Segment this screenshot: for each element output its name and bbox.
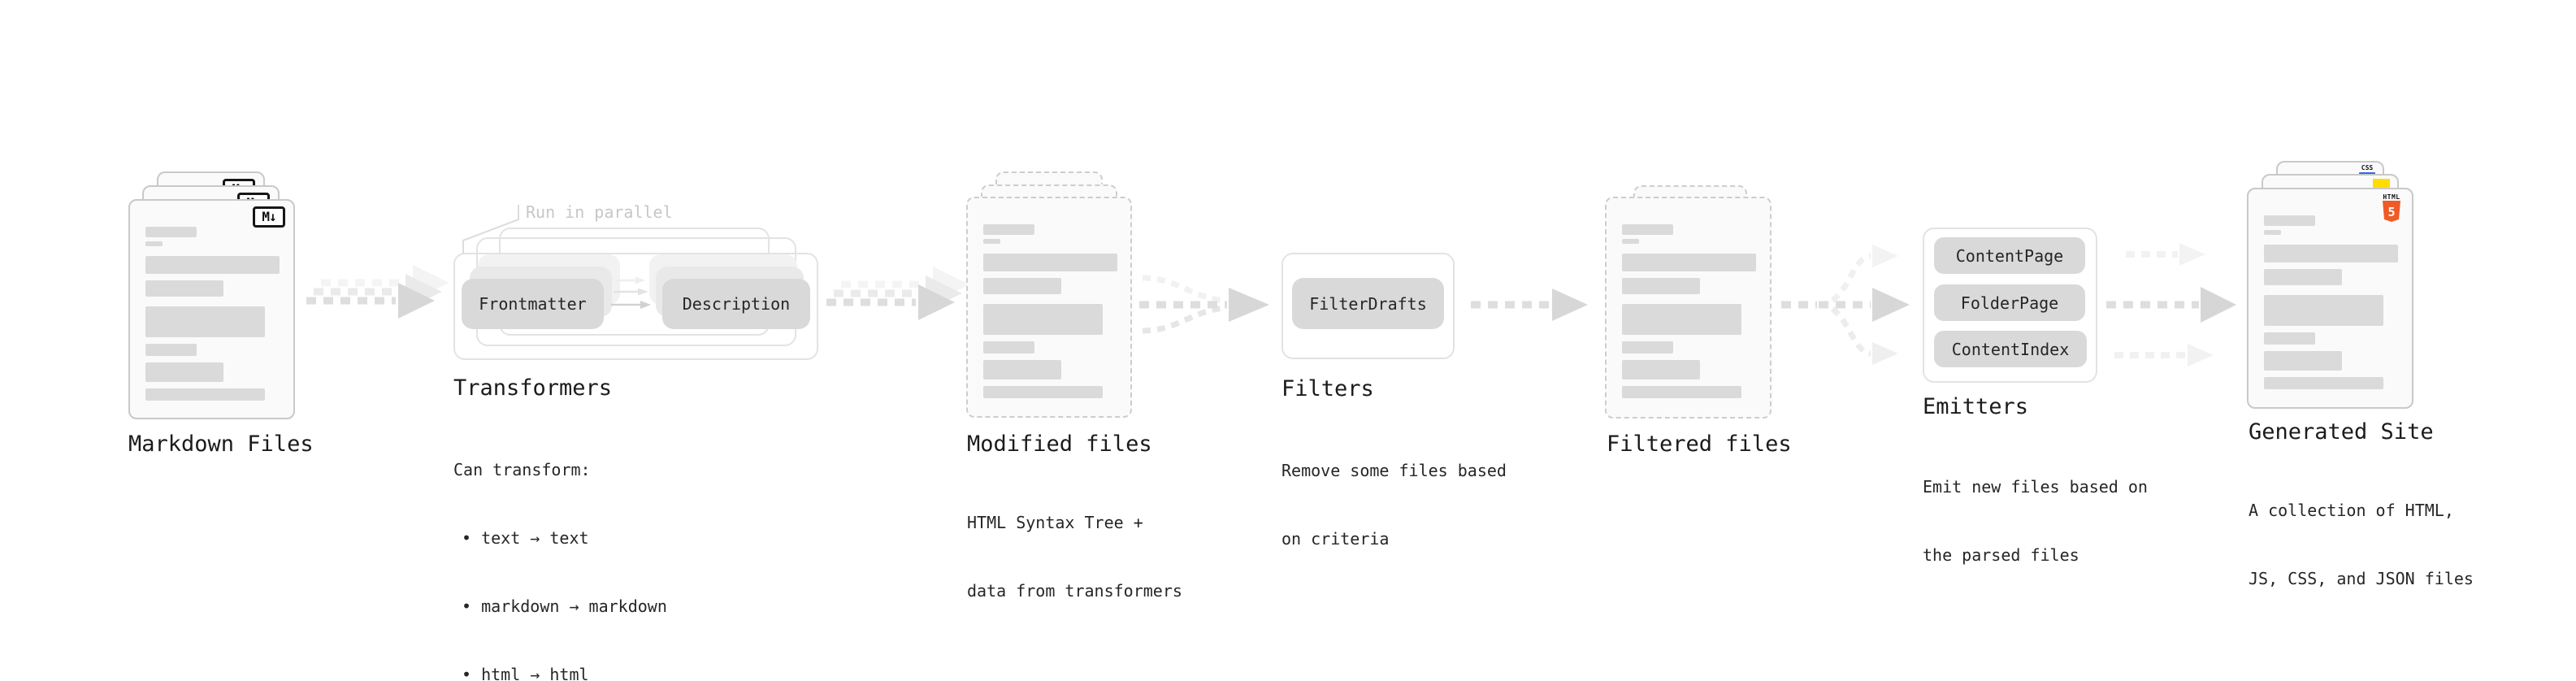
description-line: • html → html bbox=[462, 665, 589, 681]
placeholder-bar bbox=[983, 360, 1061, 380]
placeholder-bar bbox=[2264, 245, 2398, 262]
flow-arrow-modified-to-filters bbox=[1139, 275, 1269, 334]
placeholder-bar bbox=[2264, 215, 2315, 226]
pill-contentindex: ContentIndex bbox=[1934, 331, 2087, 367]
flow-arrow-filtered-to-emitters bbox=[1781, 245, 1910, 365]
stage-label-filtered-files: Filtered files bbox=[1607, 432, 1792, 457]
flow-arrow-transformers-to-modified bbox=[826, 267, 969, 320]
stage-label-markdown-files: Markdown Files bbox=[128, 432, 314, 457]
svg-text:5: 5 bbox=[2387, 205, 2395, 219]
stage-label-generated-site: Generated Site bbox=[2249, 419, 2434, 445]
placeholder-bar bbox=[983, 224, 1034, 235]
placeholder-bar bbox=[983, 386, 1103, 398]
placeholder-bar bbox=[983, 278, 1061, 294]
placeholder-bar bbox=[145, 227, 197, 237]
css-icon: CSS bbox=[2359, 165, 2375, 175]
css-icon-label: CSS bbox=[2361, 164, 2374, 171]
placeholder-bar bbox=[145, 280, 223, 297]
filters-description: Remove some files based on criteria bbox=[1281, 414, 1507, 596]
filtered-file-card-front bbox=[1605, 197, 1772, 419]
description-line: Can transform: bbox=[453, 460, 591, 479]
placeholder-bar bbox=[983, 304, 1103, 335]
description-line: • text → text bbox=[462, 528, 589, 548]
transformers-description: Can transform: • text → text • markdown … bbox=[453, 413, 667, 681]
placeholder-bar bbox=[2264, 269, 2342, 285]
flow-arrow-markdown-to-transformers bbox=[306, 265, 449, 319]
annotation-leader-line bbox=[462, 205, 519, 254]
html5-icon-label: HTML bbox=[2383, 193, 2400, 201]
placeholder-bar bbox=[145, 256, 280, 274]
flow-arrows-emitters-to-generated bbox=[2106, 243, 2236, 367]
placeholder-bar bbox=[145, 362, 223, 382]
stage-label-modified-files: Modified files bbox=[967, 432, 1152, 457]
placeholder-bar bbox=[983, 254, 1117, 271]
generated-file-card-html: HTML 5 bbox=[2247, 188, 2413, 409]
placeholder-bar bbox=[2264, 230, 2281, 235]
pill-arrows-icon bbox=[611, 276, 651, 309]
placeholder-bar bbox=[2264, 295, 2383, 326]
stage-label-transformers: Transformers bbox=[453, 375, 613, 401]
description-line: • markdown → markdown bbox=[462, 596, 667, 616]
placeholder-bar bbox=[1622, 254, 1756, 271]
emitters-description: Emit new files based on the parsed files bbox=[1923, 430, 2148, 612]
description-line: Emit new files based on bbox=[1923, 477, 2148, 497]
description-line: on criteria bbox=[1281, 529, 1390, 549]
stage-label-emitters: Emitters bbox=[1923, 394, 2029, 419]
description-line: Remove some files based bbox=[1281, 461, 1507, 480]
pill-frontmatter: Frontmatter bbox=[462, 279, 604, 329]
description-line: A collection of HTML, bbox=[2249, 501, 2454, 520]
placeholder-bar bbox=[983, 239, 1000, 244]
placeholder-bar bbox=[983, 341, 1034, 354]
pill-description: Description bbox=[662, 279, 810, 329]
description-line: JS, CSS, and JSON files bbox=[2249, 569, 2474, 588]
pill-contentpage: ContentPage bbox=[1934, 237, 2085, 274]
placeholder-bar bbox=[145, 306, 265, 337]
description-line: the parsed files bbox=[1923, 545, 2079, 565]
placeholder-bar bbox=[1622, 239, 1639, 244]
run-in-parallel-annotation: Run in parallel bbox=[526, 202, 673, 222]
placeholder-bar bbox=[1622, 304, 1741, 335]
description-line: data from transformers bbox=[967, 581, 1182, 601]
placeholder-bar bbox=[2264, 377, 2383, 389]
stage-label-filters: Filters bbox=[1281, 376, 1374, 401]
pill-filterdrafts: FilterDrafts bbox=[1292, 278, 1444, 329]
markdown-icon: M↓ bbox=[253, 206, 285, 228]
html5-icon: HTML 5 bbox=[2381, 193, 2402, 225]
placeholder-bar bbox=[1622, 278, 1700, 294]
pill-folderpage: FolderPage bbox=[1934, 284, 2085, 321]
generated-site-description: A collection of HTML, JS, CSS, and JSON … bbox=[2249, 453, 2474, 635]
markdown-file-card-front: M↓ bbox=[128, 199, 295, 419]
placeholder-bar bbox=[1622, 341, 1673, 354]
js-icon bbox=[2373, 179, 2390, 189]
html5-shield: 5 bbox=[2383, 201, 2400, 222]
placeholder-bar bbox=[145, 344, 197, 356]
flow-arrow-filters-to-filtered bbox=[1471, 288, 1588, 321]
description-line: HTML Syntax Tree + bbox=[967, 513, 1143, 532]
transformer-box-front bbox=[453, 253, 818, 360]
placeholder-bar bbox=[2264, 332, 2315, 345]
placeholder-bar bbox=[145, 388, 265, 401]
placeholder-bar bbox=[1622, 360, 1700, 380]
modified-files-description: HTML Syntax Tree + data from transformer… bbox=[967, 466, 1182, 648]
placeholder-bar bbox=[2264, 351, 2342, 371]
placeholder-bar bbox=[1622, 224, 1673, 235]
css-icon-underline bbox=[2359, 172, 2375, 175]
placeholder-bar bbox=[1622, 386, 1741, 398]
placeholder-bar bbox=[145, 241, 163, 246]
modified-file-card-front bbox=[966, 197, 1132, 418]
